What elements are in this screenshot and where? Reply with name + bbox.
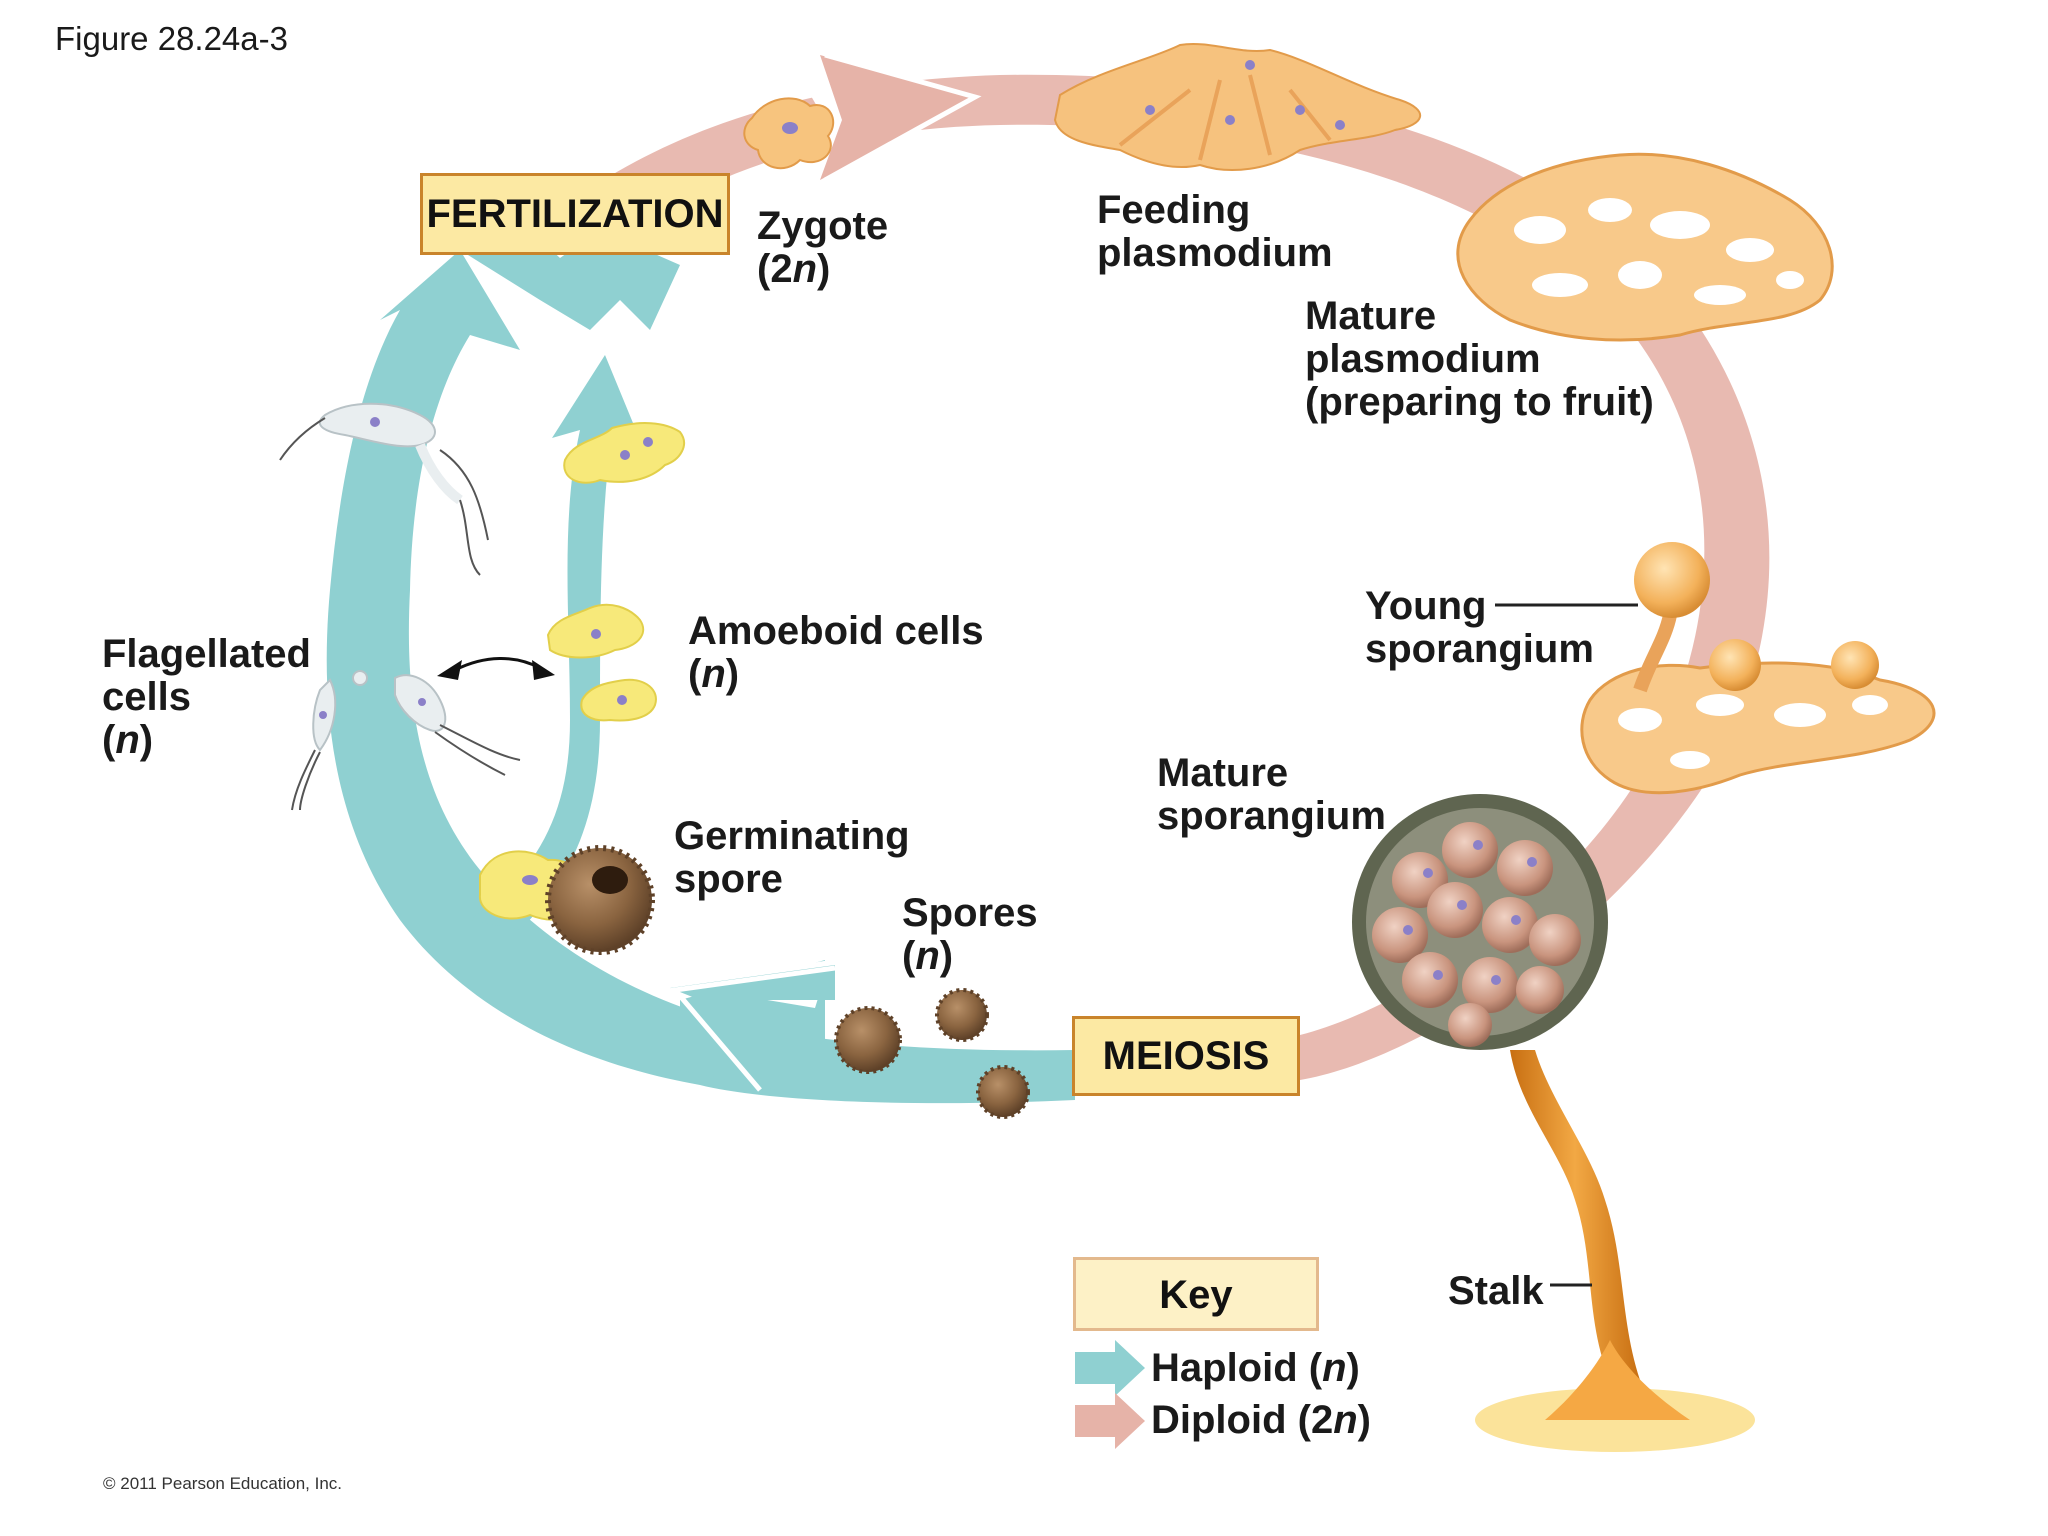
spores: [834, 988, 1030, 1119]
fertilization-box: FERTILIZATION: [420, 173, 730, 255]
key-title: Key: [1073, 1257, 1319, 1331]
key-swatches: [1075, 1340, 1145, 1449]
germinating-spore-label: Germinating spore: [674, 814, 910, 901]
amoeboid-cells: [546, 422, 685, 722]
haploid-band: [326, 230, 1076, 1104]
figure-id: Figure 28.24a-3: [55, 20, 288, 57]
key-haploid-label: Haploid (n): [1151, 1346, 1360, 1390]
spores-label: Spores (n): [902, 891, 1038, 978]
flagellated-cells-label: Flagellated cells (n): [102, 632, 311, 762]
double-headed-arrow: [437, 657, 555, 680]
feeding-plasmodium-label: Feeding plasmodium: [1097, 188, 1333, 275]
mature-sporangium-label: Mature sporangium: [1157, 751, 1386, 838]
young-sporangium-label: Young sporangium: [1365, 584, 1594, 671]
zygote-label: Zygote (2n): [757, 205, 888, 291]
mature-sporangium: [1352, 794, 1755, 1452]
young-sporangium: [1495, 542, 1936, 795]
stalk: [1510, 1050, 1640, 1380]
copyright-notice: © 2011 Pearson Education, Inc.: [103, 1474, 343, 1493]
mature-plasmodium-label: Mature plasmodium (preparing to fruit): [1305, 294, 1654, 424]
flagellated-cells: [279, 402, 521, 811]
key-diploid-label: Diploid (2n): [1151, 1398, 1371, 1442]
germinating-spore: [478, 845, 655, 955]
stalk-label: Stalk: [1448, 1269, 1544, 1313]
zygote-label-line1: Zygote: [757, 204, 889, 248]
zygote-label-line2: (2n): [757, 247, 831, 291]
meiosis-box: MEIOSIS: [1072, 1016, 1300, 1096]
feeding-plasmodium: [1053, 43, 1422, 171]
amoeboid-cells-label: Amoeboid cells (n): [688, 609, 984, 696]
zygote-cell: [743, 97, 835, 170]
mature-plasmodium: [1456, 152, 1834, 342]
